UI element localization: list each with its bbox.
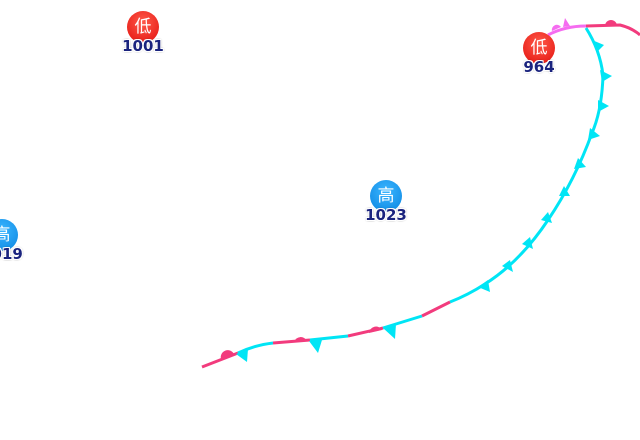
high-pressure-center: 高 1019 — [0, 219, 32, 263]
warm-front-bump — [605, 20, 617, 26]
pressure-value: 1019 — [0, 245, 23, 263]
occluded-front — [547, 24, 587, 37]
occluded-front-bump — [551, 24, 561, 31]
stationary-front-symbols — [220, 324, 396, 362]
warm-front — [585, 23, 640, 37]
high-pressure-icon: 高 — [370, 180, 402, 212]
pressure-value: 1023 — [365, 206, 407, 224]
occluded-front-triangle — [563, 18, 570, 27]
low-pressure-center: 低 964 — [509, 32, 569, 76]
low-pressure-center: 低 1001 — [113, 11, 173, 55]
pressure-value: 1001 — [122, 37, 164, 55]
stationary-front — [201, 300, 451, 369]
low-pressure-icon: 低 — [523, 32, 555, 64]
low-pressure-icon: 低 — [127, 11, 159, 43]
high-pressure-icon: 高 — [0, 219, 18, 251]
high-pressure-center: 高 1023 — [356, 180, 416, 224]
cold-front-triangles — [478, 40, 612, 292]
pressure-value: 964 — [523, 58, 555, 76]
